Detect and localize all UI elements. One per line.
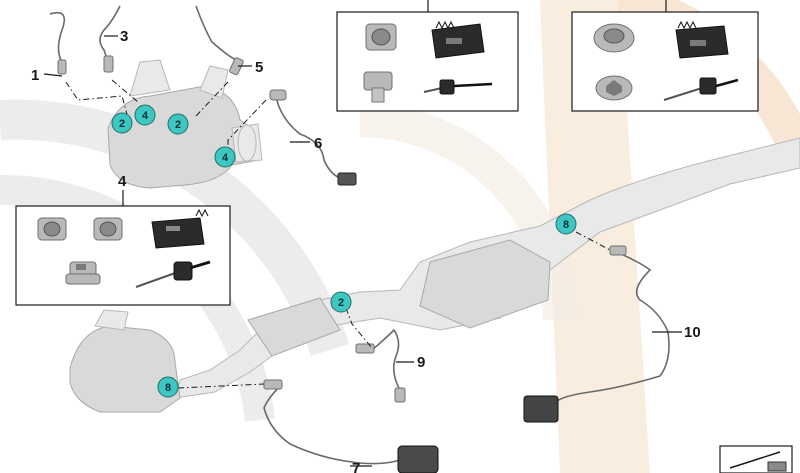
callout-6: 6 bbox=[314, 135, 322, 152]
callout-1: 1 bbox=[31, 67, 39, 84]
badge-2-middle: 2 bbox=[330, 291, 352, 313]
tap-tool-icon bbox=[135, 260, 211, 288]
leader-1 bbox=[43, 73, 63, 77]
callout-7: 7 bbox=[352, 460, 360, 473]
callout-5: 5 bbox=[255, 59, 263, 76]
plug-screw-icon bbox=[595, 75, 633, 101]
svg-text:4: 4 bbox=[142, 110, 149, 122]
badge-4-upper-b: 4 bbox=[214, 146, 236, 168]
badge-8-lower: 8 bbox=[157, 376, 179, 398]
svg-text:4: 4 bbox=[222, 152, 229, 164]
tap-tool-icon bbox=[663, 77, 739, 101]
badge-2-upper-a: 2 bbox=[111, 112, 133, 134]
leader-dash-5 bbox=[195, 81, 229, 117]
plug-screw-icon bbox=[65, 261, 101, 285]
sensor-bung-icon bbox=[365, 23, 397, 51]
lower-sensor-wires bbox=[263, 245, 670, 473]
sensor-bung-icon bbox=[93, 217, 123, 241]
badge-2-upper-b: 2 bbox=[167, 113, 189, 135]
svg-text:8: 8 bbox=[563, 219, 569, 231]
thread-cutter-icon bbox=[431, 20, 485, 59]
leader-dash-6 bbox=[227, 99, 267, 150]
thread-cutter-icon bbox=[151, 208, 209, 249]
sensor-bung-icon bbox=[37, 217, 67, 241]
leader-dash-1 bbox=[65, 81, 129, 119]
callout-9: 9 bbox=[417, 354, 425, 371]
tap-tool-icon bbox=[423, 79, 493, 95]
badge-4-upper-a: 4 bbox=[134, 104, 156, 126]
kit-box-left bbox=[15, 205, 231, 306]
exhaust-pipe-system bbox=[69, 137, 800, 413]
callout-10: 10 bbox=[684, 324, 701, 341]
plug-screw-icon bbox=[363, 71, 393, 103]
arrow-icon bbox=[719, 445, 793, 473]
sensor-bung-icon bbox=[593, 23, 635, 53]
svg-text:8: 8 bbox=[165, 382, 171, 394]
svg-text:2: 2 bbox=[119, 118, 125, 130]
kit-box-top-right bbox=[571, 11, 759, 112]
upper-sensor-wires bbox=[49, 5, 357, 186]
leader-dash-3 bbox=[111, 79, 139, 103]
thread-cutter-icon bbox=[675, 20, 729, 59]
badge-8-middle: 8 bbox=[555, 213, 577, 235]
leader-dash-10 bbox=[575, 231, 611, 251]
svg-text:2: 2 bbox=[338, 297, 344, 309]
callout-3: 3 bbox=[120, 28, 128, 45]
leader-dash-7 bbox=[177, 383, 265, 389]
leader-dash-9 bbox=[345, 307, 373, 349]
svg-text:2: 2 bbox=[175, 119, 181, 131]
callout-4: 4 bbox=[118, 173, 127, 190]
kit-box-top-middle bbox=[336, 11, 519, 112]
